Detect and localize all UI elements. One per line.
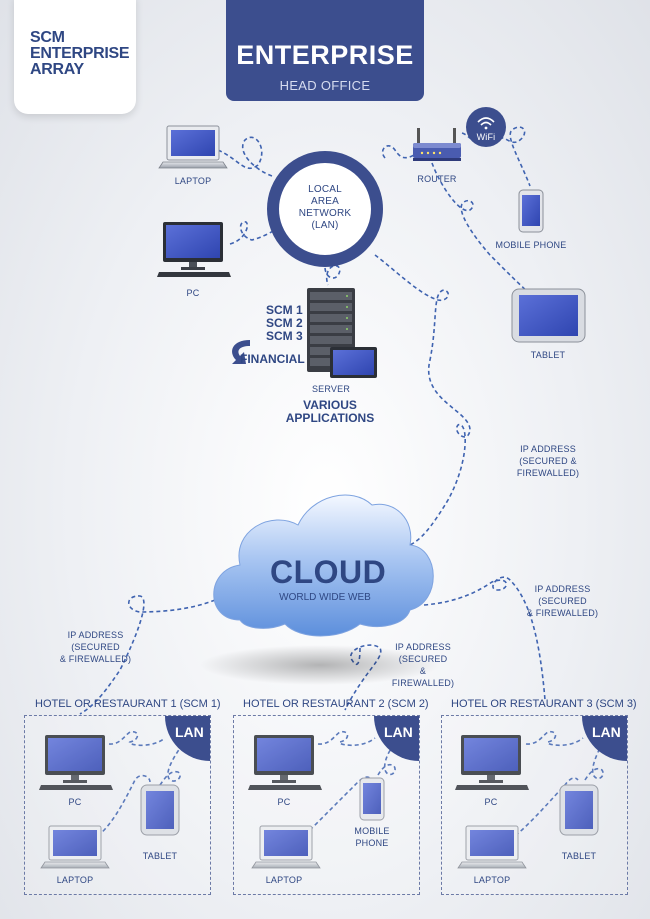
server-label: SERVER	[311, 384, 351, 394]
brand-card	[14, 0, 136, 114]
laptop-label: LAPTOP	[174, 176, 212, 186]
financial-label: FINANCIAL	[240, 352, 305, 366]
cloud-title: CLOUD	[270, 554, 387, 590]
hotel2-laptop-label: LAPTOP	[265, 875, 303, 885]
hotel3-lan-label: LAN	[592, 724, 621, 740]
hotel2-lan-label: LAN	[384, 724, 413, 740]
cloud-subtitle: WORLD WIDE WEB	[279, 592, 371, 603]
cloud-shadow	[200, 645, 440, 685]
hotel2-device-label: MOBILE PHONE	[354, 826, 390, 848]
ip-address-label-top: IP ADDRESS (SECURED & FIREWALLED)	[516, 444, 580, 478]
tablet-label: TABLET	[530, 350, 566, 360]
scm3-label: SCM 3	[266, 329, 303, 343]
head-office-title: ENTERPRISE	[236, 40, 414, 70]
server-monitor-icon	[330, 347, 377, 378]
lan-ring	[267, 151, 383, 267]
ip-address-label-center: IP ADDRESS (SECURED & FIREWALLED)	[391, 642, 455, 688]
scm1-label: SCM 1	[266, 303, 303, 317]
laptop-icon	[158, 125, 228, 169]
hotel2-title: HOTEL OR RESTAURANT 2 (SCM 2)	[243, 698, 429, 710]
wifi-label: WiFi	[476, 132, 496, 142]
scm2-label: SCM 2	[266, 316, 303, 330]
various-applications-label: VARIOUS APPLICATIONS	[285, 398, 375, 425]
pc-icon	[157, 222, 231, 277]
router-label: ROUTER	[417, 174, 457, 184]
financial-arrow-icon	[232, 340, 250, 364]
hotel3-title: HOTEL OR RESTAURANT 3 (SCM 3)	[451, 698, 637, 710]
pc-label: PC	[186, 288, 200, 298]
hotel3-laptop-label: LAPTOP	[473, 875, 511, 885]
tablet-icon	[511, 288, 586, 343]
head-office-banner: ENTERPRISE HEAD OFFICE	[226, 0, 424, 101]
hotel1-device-label: TABLET	[142, 851, 178, 861]
mobile-phone-icon	[518, 189, 544, 233]
hotel3-pc-label: PC	[484, 797, 498, 807]
cloud-shape	[213, 494, 434, 637]
wifi-icon	[477, 117, 495, 126]
hotel3-device-label: TABLET	[561, 851, 597, 861]
mobile-phone-label: MOBILE PHONE	[495, 240, 567, 250]
hotel1-laptop-label: LAPTOP	[56, 875, 94, 885]
brand-title: SCM ENTERPRISE ARRAY	[30, 29, 130, 78]
ip-address-label-left: IP ADDRESS (SECURED & FIREWALLED)	[59, 630, 132, 664]
hotel2-pc-label: PC	[277, 797, 291, 807]
hotel1-lan-label: LAN	[175, 724, 204, 740]
lan-center-label: LOCAL AREA NETWORK (LAN)	[298, 184, 352, 231]
hotel1-title: HOTEL OR RESTAURANT 1 (SCM 1)	[35, 698, 221, 710]
ip-address-label-right: IP ADDRESS (SECURED & FIREWALLED)	[526, 584, 599, 618]
head-office-subtitle: HEAD OFFICE	[279, 78, 371, 93]
router-icon	[413, 128, 461, 161]
hotel1-pc-label: PC	[68, 797, 82, 807]
